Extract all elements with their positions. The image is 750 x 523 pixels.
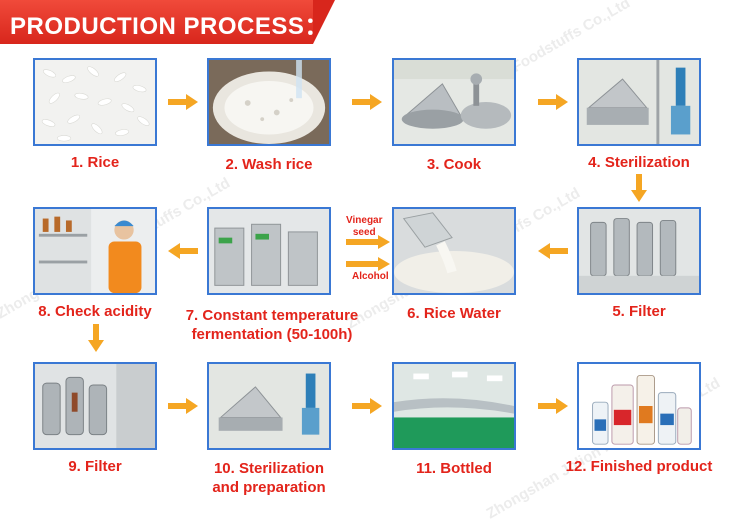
arrow-right-icon	[352, 94, 382, 110]
step-4-image	[577, 58, 701, 146]
step-10-label-line1: 10. Sterilization	[213, 460, 325, 477]
step-12-image	[577, 362, 701, 450]
alcohol-label: Alcohol	[352, 271, 389, 282]
vinegar-seed-label: Vinegar seed	[346, 215, 383, 239]
step-9-image	[33, 362, 157, 450]
step-7-label: 7. Constant temperature fermentation (50…	[182, 306, 362, 344]
step-10-label-line2: and preparation	[212, 479, 326, 496]
arrow-left-icon	[168, 243, 198, 259]
arrow-down-icon	[88, 324, 104, 352]
step-6-image	[392, 207, 516, 295]
step-11-image	[392, 362, 516, 450]
step-3-label: 3. Cook	[426, 156, 482, 173]
step-9-label: 9. Filter	[68, 458, 122, 475]
step-1-image	[33, 58, 157, 146]
arrow-left-icon	[538, 243, 568, 259]
step-2-label: 2. Wash rice	[225, 156, 313, 173]
step-5-image	[577, 207, 701, 295]
step-5-label: 5. Filter	[612, 303, 666, 320]
step-8-label: 8. Check acidity	[38, 303, 152, 320]
step-2-image	[207, 58, 331, 146]
vinegar-seed-label-line1: Vinegar	[346, 215, 383, 226]
step-11-label: 11. Bottled	[416, 460, 492, 477]
step-6-label: 6. Rice Water	[407, 305, 501, 322]
step-3-image	[392, 58, 516, 146]
arrow-right-icon	[538, 398, 568, 414]
arrow-down-icon	[631, 174, 647, 202]
step-1-label: 1. Rice	[70, 154, 120, 171]
step-7-label-line1: 7. Constant temperature	[185, 307, 359, 324]
step-10-image	[207, 362, 331, 450]
step-7-image	[207, 207, 331, 295]
step-4-label: 4. Sterilization	[588, 154, 690, 171]
step-12-label: 12. Finished product	[565, 458, 713, 475]
arrow-right-icon	[168, 94, 198, 110]
arrow-right-icon	[346, 257, 390, 271]
step-8-image	[33, 207, 157, 295]
title-banner: PRODUCTION PROCESS：	[0, 0, 335, 44]
arrow-right-icon	[352, 398, 382, 414]
vinegar-seed-label-line2: seed	[352, 227, 376, 238]
arrow-right-icon	[168, 398, 198, 414]
step-7-label-line2: fermentation (50-100h)	[191, 326, 353, 343]
arrow-right-icon	[346, 235, 390, 249]
page-title: PRODUCTION PROCESS：	[10, 13, 329, 40]
step-10-label: 10. Sterilization and preparation	[179, 459, 359, 497]
arrow-right-icon	[538, 94, 568, 110]
